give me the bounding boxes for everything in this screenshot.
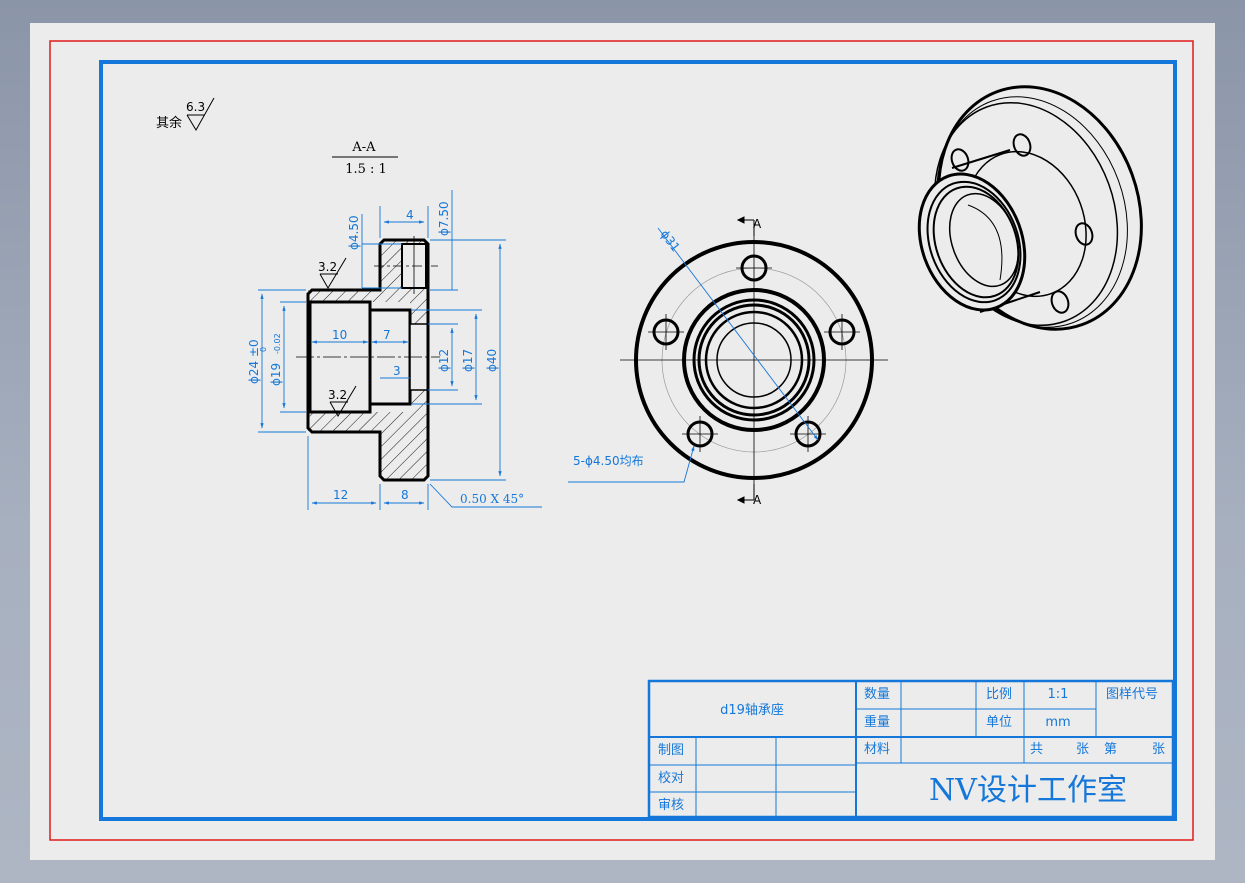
roughness-note-value: 6.3 (186, 100, 205, 114)
roughness-symbol (186, 97, 215, 131)
dim-text-d12: ϕ12 (437, 349, 451, 372)
title-block (647, 679, 1175, 819)
dim-text-d19: ϕ19 (269, 363, 283, 386)
front-callouts (568, 227, 819, 483)
tb-scale-label: 比例 (986, 687, 1012, 702)
roughness-note: 其余 6.3 (156, 97, 215, 131)
dim-text-len12: 12 (333, 488, 348, 502)
dim-text-d4-50: ϕ4.50 (347, 215, 361, 250)
dim-text-d40: ϕ40 (485, 349, 499, 372)
tb-material-label: 材料 (864, 742, 890, 757)
front-centerlines (620, 226, 888, 494)
dim-text-chamfer: 0.50 X 45° (460, 492, 524, 506)
dim-text-len8: 8 (401, 488, 409, 502)
section-marker-top: A (753, 217, 762, 231)
callout-bolt-holes: 5-ϕ4.50均布 (573, 454, 644, 468)
tb-qty-label: 数量 (864, 687, 890, 702)
iso-bore-shade (967, 204, 1003, 281)
isometric-view (917, 85, 1143, 331)
tb-part-name: d19轴承座 (720, 703, 784, 718)
tb-approved-label: 审核 (658, 798, 684, 813)
section-dimensions (258, 190, 542, 510)
section-outline (306, 238, 430, 482)
tb-scale-value: 1:1 (1048, 687, 1069, 702)
section-markers (736, 216, 755, 504)
section-label: A-A 1.5 : 1 (332, 140, 398, 177)
tb-checked-label: 校对 (658, 770, 684, 786)
section-hatch-area (308, 240, 428, 480)
dim-text-d24: ϕ24 ±0 (247, 339, 261, 384)
roughness-top-value: 3.2 (318, 260, 337, 274)
outer-border (49, 40, 1194, 841)
section-label-name: A-A (351, 140, 376, 155)
iso-bolt-hole-1 (950, 148, 970, 172)
iso-hub-front-ring (926, 180, 1022, 304)
section-label-scale: 1.5 : 1 (345, 162, 387, 177)
tb-unit-label: 单位 (986, 715, 1012, 730)
dim-text-len10: 10 (332, 328, 347, 342)
front-view: A A (620, 216, 888, 507)
iso-bolt-hole-4 (1050, 290, 1070, 314)
section-marker-bottom: A (753, 493, 762, 507)
tb-weight-label: 重量 (864, 714, 890, 730)
dim-text-d19-tol-lower: -0.02 (273, 333, 282, 354)
tb-sheets-current: 第 (1104, 742, 1117, 757)
paper (30, 23, 1215, 860)
dim-text-d7-50: ϕ7.50 (437, 201, 451, 236)
dim-text-len7: 7 (383, 328, 391, 342)
tb-unit-value: mm (1045, 715, 1070, 730)
section-dimension-texts: ϕ4.50 4 ϕ7.50 ϕ24 ±0 ϕ19 0 -0.02 10 7 3 … (247, 201, 524, 506)
dim-text-d19-tol-upper: 0 (259, 347, 268, 352)
section-view (296, 236, 440, 482)
iso-hub-front-outer (917, 172, 1027, 312)
dim-text-d17: ϕ17 (461, 349, 475, 372)
roughness-bottom-value: 3.2 (328, 388, 347, 402)
tb-studio: NV设计工作室 (929, 773, 1127, 808)
tb-sheets-total: 共 (1030, 742, 1043, 757)
tb-sheets-unit1: 张 (1076, 742, 1089, 757)
iso-bolt-hole-3 (1074, 222, 1094, 246)
tb-drawn-label: 制图 (658, 743, 684, 758)
roughness-bottom-symbol (329, 385, 357, 417)
section-roughness-symbols: 3.2 3.2 (318, 257, 357, 417)
tb-sheets-unit2: 张 (1152, 742, 1165, 757)
iso-bolt-hole-2 (1012, 133, 1032, 157)
roughness-note-prefix: 其余 (156, 115, 182, 131)
inner-border (99, 60, 1177, 821)
title-block-texts: d19轴承座 数量 重量 材料 比例 1:1 单位 mm 图样代号 共 张 第 … (658, 687, 1165, 813)
dim-text-len3: 3 (393, 364, 401, 378)
tb-drawing-code-label: 图样代号 (1106, 687, 1158, 702)
dim-text-w4: 4 (406, 208, 414, 222)
iso-bore (948, 192, 1020, 288)
roughness-top-symbol (319, 257, 347, 289)
